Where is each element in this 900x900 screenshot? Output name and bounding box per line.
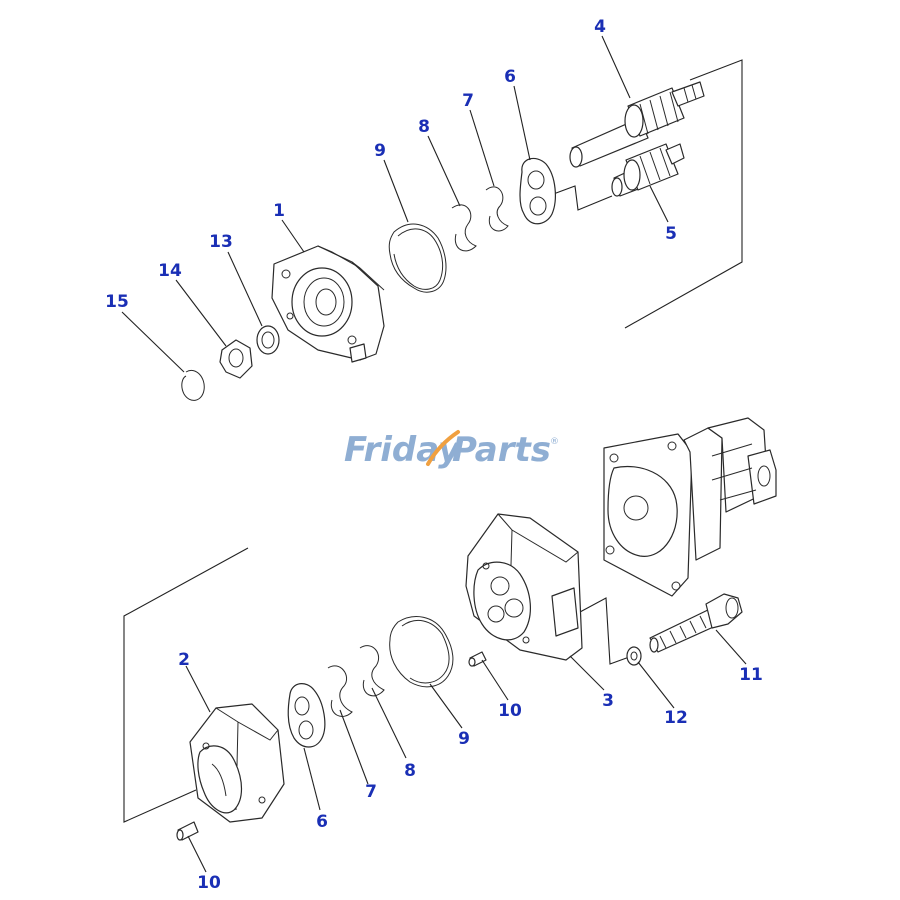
callout-10-right: 10 <box>498 701 522 721</box>
watermark-part2: Parts <box>452 430 551 470</box>
callout-15: 15 <box>105 292 129 312</box>
bottom-frame-bracket <box>123 547 249 823</box>
part-4-drive-shaft <box>569 81 705 168</box>
callout-4: 4 <box>594 17 606 37</box>
callout-6-bottom: 6 <box>316 812 328 832</box>
watermark-part1: Friday <box>344 430 462 470</box>
callout-13: 13 <box>209 232 233 252</box>
callout-9-bottom: 9 <box>458 729 470 749</box>
top-frame-bracket <box>624 59 743 329</box>
callout-11: 11 <box>739 665 763 685</box>
top-leader-lines <box>121 35 669 373</box>
callout-14: 14 <box>158 261 182 281</box>
part-14-nut <box>219 339 253 379</box>
callout-12: 12 <box>664 708 688 728</box>
callout-7-top: 7 <box>462 91 474 111</box>
assembled-pump <box>603 417 777 597</box>
part-6-wear-plate-top <box>519 157 556 225</box>
callout-8-bottom: 8 <box>404 761 416 781</box>
part-3-rear-body <box>465 513 583 661</box>
part-10-dowel-pin-left <box>176 821 199 841</box>
callout-6-top: 6 <box>504 67 516 87</box>
part-9-gasket-bottom <box>389 616 454 688</box>
callout-1: 1 <box>273 201 285 221</box>
fridayparts-watermark: Friday Parts ® <box>344 430 559 470</box>
part-6-wear-plate-bottom <box>287 683 326 748</box>
callout-8-top: 8 <box>418 117 430 137</box>
top-frame-link <box>547 185 613 211</box>
part-8-seal-bottom <box>359 645 385 697</box>
part-7-backup-ring-bottom <box>327 665 353 717</box>
part-12-washer <box>626 646 642 666</box>
part-8-seal-top <box>451 204 477 252</box>
bottom-leader-lines <box>185 629 747 873</box>
callout-2: 2 <box>178 650 190 670</box>
callout-3: 3 <box>602 691 614 711</box>
bottom-assembly: 2 11 10 3 12 9 8 7 6 10 <box>123 417 777 893</box>
part-9-gasket-top <box>388 223 447 293</box>
callout-5: 5 <box>665 224 677 244</box>
callout-7-bottom: 7 <box>365 782 377 802</box>
part-7-backup-ring-top <box>485 186 509 232</box>
bottom-frame-link <box>579 597 633 665</box>
top-assembly: 4 6 7 8 9 1 5 13 14 15 <box>105 17 743 401</box>
part-5-driven-gear <box>611 143 685 197</box>
part-1-front-cover <box>271 245 385 363</box>
part-11-bolt <box>649 593 743 653</box>
part-13-washer <box>256 325 280 355</box>
callout-10-left: 10 <box>197 873 221 893</box>
callout-9-top: 9 <box>374 141 386 161</box>
part-10-dowel-pin-right <box>468 651 487 667</box>
watermark-registered-mark: ® <box>550 437 559 447</box>
part-15-snap-ring <box>181 370 205 401</box>
watermark-accent-swoosh <box>426 430 460 466</box>
part-2-gear-housing <box>189 703 285 823</box>
